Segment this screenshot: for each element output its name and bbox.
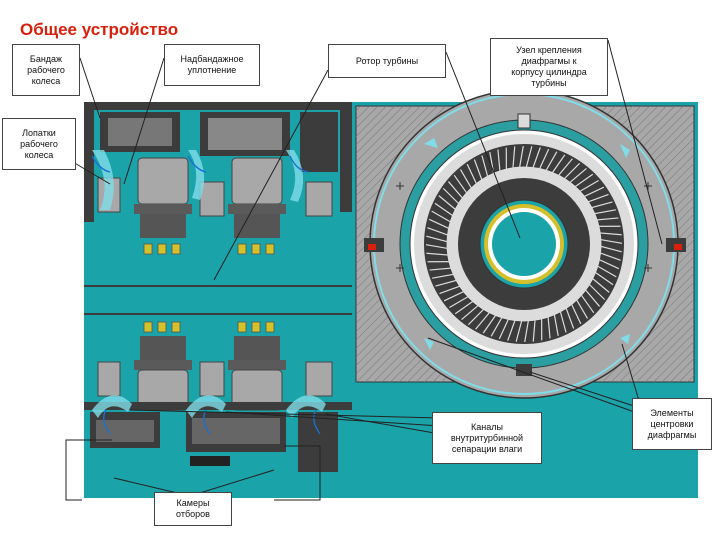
label-seal: Надбандажное уплотнение: [164, 44, 260, 86]
label-blades: Лопатки рабочего колеса: [2, 118, 76, 170]
blade-ring: [425, 145, 623, 343]
page-title: Общее устройство: [20, 20, 179, 39]
cross-section-view: [84, 102, 352, 498]
label-bandage: Бандаж рабочего колеса: [12, 44, 80, 96]
label-centering: Элементы центровки диафрагмы: [632, 398, 712, 450]
upper-blade-stack-2: [228, 157, 286, 238]
upper-blade-stack-1: [134, 157, 192, 238]
label-chambers: Камеры отборов: [154, 492, 232, 526]
lower-blade-stack-1: [134, 336, 192, 411]
label-channels: Каналы внутритурбинной сепарации влаги: [432, 412, 542, 464]
label-mount: Узел крепления диафрагмы к корпусу цилин…: [490, 38, 608, 96]
label-rotor: Ротор турбины: [328, 44, 446, 78]
lower-blade-stack-2: [228, 336, 286, 411]
leader-lines: [45, 39, 663, 501]
